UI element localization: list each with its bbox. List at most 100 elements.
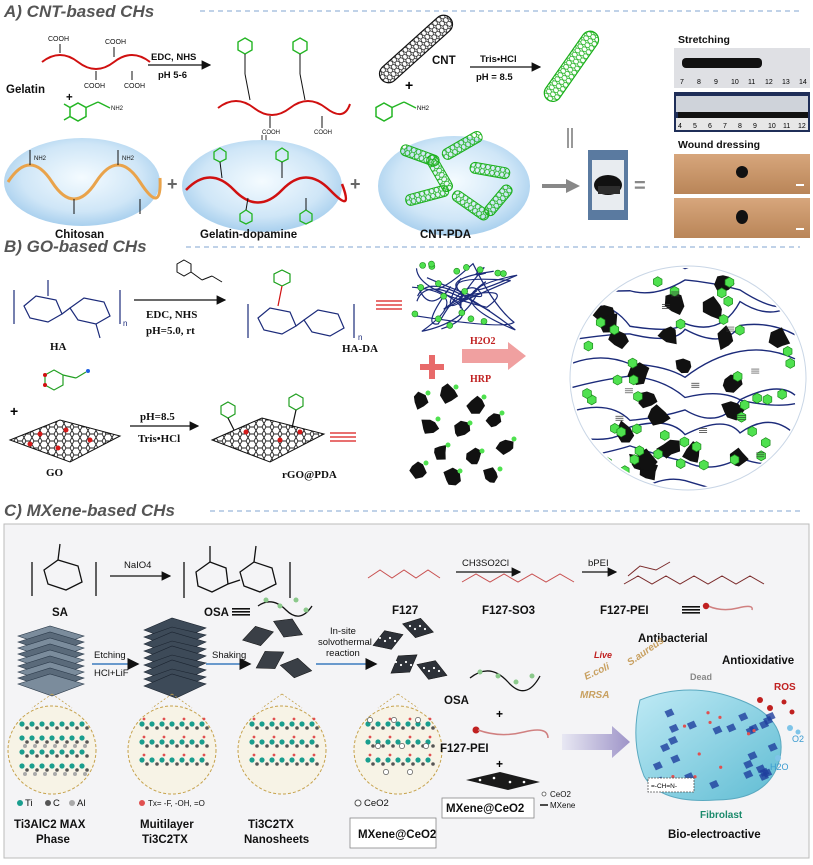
mxene-fragment [765,712,776,722]
bpei-label: bPEI [588,558,609,569]
mxene-fragment [726,723,737,733]
dopamine-node [627,357,638,369]
ruler-tick: 8 [697,79,701,86]
c-atom [185,744,189,748]
c-atom [35,768,39,772]
ceo2-dot [394,660,398,664]
f127pei-structure: F127-PEI [600,561,765,617]
pei-dot [671,775,675,779]
dopamine-node [735,324,745,336]
osa-mix-label: OSA [444,695,469,707]
nh2-label: NH2 [34,156,47,162]
ti-atom [69,749,75,755]
c-atom [265,726,269,730]
etching-label: Etching [94,650,126,661]
c-atom [35,740,39,744]
reagent-label: Tris•HCl [480,54,517,65]
pei-dot [682,724,687,728]
c-atom [25,768,29,772]
osa-label: OSA [204,607,229,619]
ti-atom [309,757,315,763]
ti-atom [139,721,145,727]
al-atom [23,744,27,748]
ti-atom [59,735,65,741]
al-atom [43,772,47,776]
dopamine-node [739,399,750,411]
hcllif-label: HCl+LiF [94,668,129,679]
gelatin-dopamine-structure: COOH COOH [217,37,351,148]
c-atom [65,726,69,730]
dopamine-b2 [43,369,90,391]
pda-dot [467,420,473,426]
dopamine-node [691,441,702,453]
ti-atom [79,721,85,727]
svg-text:+: + [496,707,503,721]
tx-atom [142,735,146,739]
c-atom [55,768,59,772]
cnt-pda-tube [543,30,600,103]
c-atom [195,762,199,766]
ruler-tick: 10 [768,123,776,130]
reaction-arrow-2: Tris•HCl pH = 8.5 [470,54,542,83]
dead-label: Dead [690,672,712,682]
ch3so2cl-label: CH3SO2Cl [462,558,509,569]
dopamine-node [761,437,771,449]
c-atom [401,762,405,766]
ruler-tick: 13 [782,79,790,86]
ti-atom [405,757,411,763]
rgo-flake [440,383,459,404]
tx-atom [252,717,256,721]
ti-atom [149,739,155,745]
rgopda-label: rGO@PDA [282,469,337,481]
tx-atom [202,735,206,739]
ti-atom [425,757,431,763]
cooh-label: COOH [124,83,145,90]
ti-atom [375,739,381,745]
dopamine-node [785,357,795,369]
gelatin-dopamine-blob: Gelatin-dopamine [182,140,348,241]
ti-atom [405,721,411,727]
ns-label-2: Nanosheets [244,834,309,846]
c-atom [195,744,199,748]
ti-atom [199,739,205,745]
c-atom [275,762,279,766]
insitu-label: In-site [330,626,356,637]
rgo-flake [608,330,629,350]
ti-atom [249,721,255,727]
tx-atom [408,717,412,721]
polymer-chain [572,399,796,422]
dopamine-node [435,315,442,323]
reagent-label: EDC, NHS [151,52,196,63]
c-atom [175,726,179,730]
dopamine-node [602,275,613,287]
ti-atom [299,721,305,727]
ros-label: ROS [774,682,796,693]
ti-atom [179,757,185,763]
o2-label: O2 [792,734,804,744]
ceo2-dot [378,636,382,640]
ceo2-dot [399,663,403,667]
reaction-label: reaction [326,648,360,659]
composite-hydrogel [635,689,782,801]
al-atom [23,772,27,776]
ti-atom [269,739,275,745]
dopamine-node [676,458,686,470]
c-atom [295,744,299,748]
ruler-tick: 9 [753,123,757,130]
ti-atom [149,721,155,727]
rgo-flake [768,327,791,349]
c-atom [85,740,89,744]
tx-atom [368,753,372,757]
c-atom [65,740,69,744]
ti-atom [415,721,421,727]
ti-atom [59,721,65,727]
ruler-tick: 12 [765,79,773,86]
bioelectro-label: Bio-electroactive [668,829,761,841]
c-atom [305,762,309,766]
tx-atom [182,735,186,739]
hrp-label: HRP [470,374,491,385]
ti-atom [179,721,185,727]
cnt-pda-label: CNT-PDA [420,229,471,241]
pei-dot [708,720,712,725]
